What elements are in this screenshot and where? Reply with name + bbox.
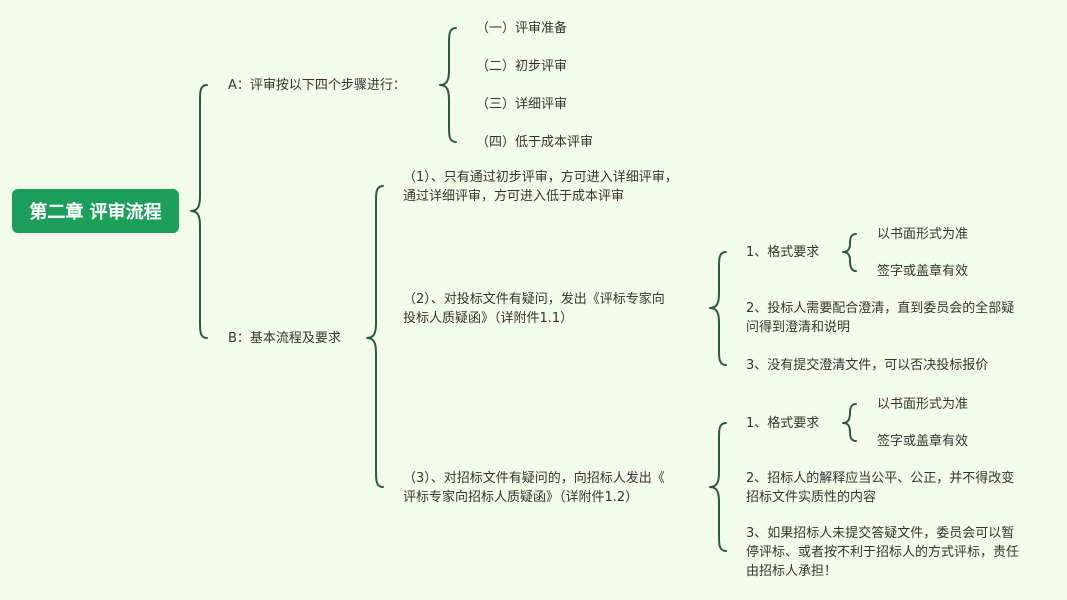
item-3-sub-1-child-1[interactable]: 以书面形式为准: [877, 397, 969, 412]
item-3-sub-3-line-1: 3、如果招标人未提交答疑文件，委员会可以暂: [746, 526, 1015, 541]
brace-item2-sub1: [842, 233, 857, 272]
brace-a: [439, 27, 457, 143]
step-4[interactable]: （四）低于成本评审: [476, 135, 594, 150]
brace-root: [190, 84, 208, 339]
item-3-sub-3-line-3: 由招标人承担！: [746, 564, 838, 579]
item-3-line-1: （3）、对招标文件有疑问的，向招标人发出《: [403, 471, 665, 486]
item-2-sub-3[interactable]: 3、没有提交澄清文件，可以否决投标报价: [746, 358, 989, 373]
item-2-sub-2[interactable]: 2、投标人需要配合澄清，直到委员会的全部疑 问得到澄清和说明: [746, 299, 1014, 337]
branch-b[interactable]: B：基本流程及要求: [228, 331, 341, 346]
item-3-sub-3-line-2: 停评标、或者按不利于招标人的方式评标，责任: [746, 545, 1020, 560]
item-3-sub-1-child-2[interactable]: 签字或盖章有效: [877, 434, 969, 449]
item-3-sub-2-line-1: 2、招标人的解释应当公平、公正，并不得改变: [746, 471, 1015, 486]
item-1-line-2: 通过详细评审，方可进入低于成本评审: [403, 189, 625, 204]
item-3[interactable]: （3）、对招标文件有疑问的，向招标人发出《 评标专家向招标人质疑函》（详附件1.…: [403, 469, 665, 507]
item-3-line-2: 评标专家向招标人质疑函》（详附件1.2）: [403, 490, 639, 505]
item-3-sub-1[interactable]: 1、格式要求: [746, 416, 820, 431]
step-3[interactable]: （三）详细评审: [476, 97, 568, 112]
brace-item3-sub1: [842, 403, 857, 442]
item-2-sub-2-line-2: 问得到澄清和说明: [746, 320, 851, 335]
item-2-sub-2-line-1: 2、投标人需要配合澄清，直到委员会的全部疑: [746, 301, 1015, 316]
brace-item2: [709, 251, 727, 366]
item-2-line-2: 投标人质疑函》（详附件1.1）: [403, 311, 574, 326]
root-node[interactable]: 第二章 评审流程: [12, 189, 179, 233]
brace-b: [366, 185, 384, 488]
item-2[interactable]: （2）、对投标文件有疑问，发出《评标专家向 投标人质疑函》（详附件1.1）: [403, 290, 665, 328]
branch-a[interactable]: A：评审按以下四个步骤进行：: [228, 78, 406, 93]
item-3-sub-2-line-2: 招标文件实质性的内容: [746, 490, 877, 505]
step-2[interactable]: （二）初步评审: [476, 59, 568, 74]
item-2-sub-1-child-2[interactable]: 签字或盖章有效: [877, 264, 969, 279]
item-2-sub-1-child-1[interactable]: 以书面形式为准: [877, 227, 969, 242]
brace-item3: [709, 422, 727, 552]
item-3-sub-3[interactable]: 3、如果招标人未提交答疑文件，委员会可以暂 停评标、或者按不利于招标人的方式评标…: [746, 524, 1019, 581]
item-1-line-1: （1）、只有通过初步评审，方可进入详细评审，: [403, 170, 678, 185]
item-1[interactable]: （1）、只有通过初步评审，方可进入详细评审， 通过详细评审，方可进入低于成本评审: [403, 168, 678, 206]
item-2-sub-1[interactable]: 1、格式要求: [746, 245, 820, 260]
item-2-line-1: （2）、对投标文件有疑问，发出《评标专家向: [403, 292, 665, 307]
step-1[interactable]: （一）评审准备: [476, 21, 568, 36]
item-3-sub-2[interactable]: 2、招标人的解释应当公平、公正，并不得改变 招标文件实质性的内容: [746, 469, 1014, 507]
